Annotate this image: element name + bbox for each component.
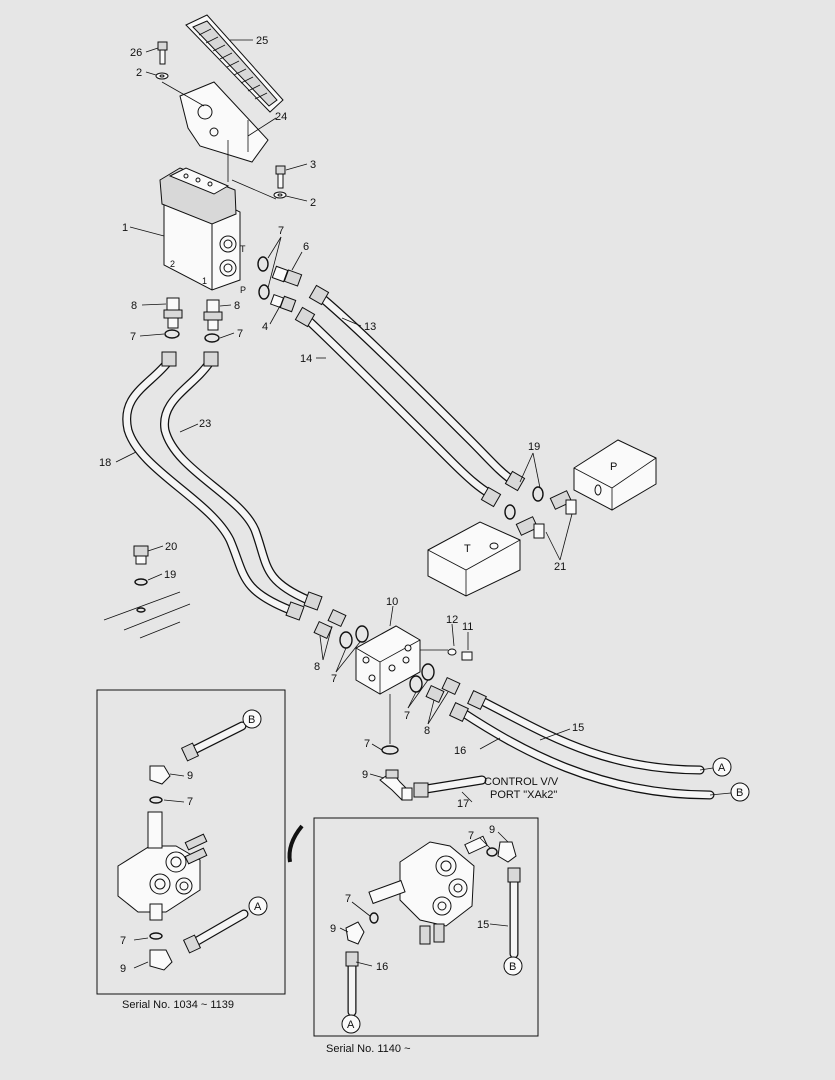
hose-17 (413, 775, 487, 798)
label-3: 3 (310, 159, 316, 171)
o-ring-7-bottom (381, 745, 399, 755)
left-inset-hose-b (180, 721, 247, 762)
label-11: 11 (462, 621, 473, 633)
port-2: 2 (170, 259, 175, 269)
label-23: 23 (199, 418, 211, 430)
left-inset-hose-a (182, 909, 249, 954)
label-8-left: 8 (131, 300, 137, 312)
port-p: P (240, 285, 246, 295)
label-7-right: 7 (237, 328, 243, 340)
label-8-right: 8 (234, 300, 240, 312)
label-21: 21 (554, 561, 566, 573)
fitting-8-left (163, 297, 183, 329)
fitting-8-right (203, 299, 223, 331)
control-valve-text-2: PORT "XAk2" (490, 789, 557, 801)
o-ring-7-a (164, 329, 180, 339)
block-p-label: P (610, 461, 617, 473)
left-inset-label-9b: 9 (120, 963, 126, 975)
left-inset-caption: Serial No. 1034 ~ 1139 (122, 999, 234, 1011)
right-inset-caption: Serial No. 1140 ~ (326, 1043, 411, 1055)
left-inset-label-7b: 7 (120, 935, 126, 947)
tee-fittings-21 (515, 490, 577, 539)
label-8-mid-a: 8 (314, 661, 320, 673)
pedal-pad (185, 14, 284, 113)
right-inset-hose-15 (507, 867, 521, 959)
hose-18 (122, 351, 305, 621)
right-inset-label-9b: 9 (330, 923, 336, 935)
label-9-main: 9 (362, 769, 368, 781)
block-t (427, 521, 521, 597)
label-6: 6 (303, 241, 309, 253)
bolt-11 (461, 651, 473, 661)
hose-15 (467, 690, 705, 775)
plug-20 (133, 545, 149, 565)
hose-14 (294, 306, 502, 508)
label-19-left: 19 (164, 569, 176, 581)
right-inset-label-15: 15 (477, 919, 489, 931)
block-t-label: T (464, 543, 471, 555)
left-inset-label-7a: 7 (187, 796, 193, 808)
washer-12 (447, 648, 457, 656)
bolt-3 (273, 165, 287, 199)
label-16: 16 (454, 745, 466, 757)
manifold-block-10 (355, 625, 421, 695)
block-p (573, 439, 657, 511)
label-10: 10 (386, 596, 398, 608)
label-7-mid-a: 7 (331, 673, 337, 685)
label-19-top: 19 (528, 441, 540, 453)
fittings-8-upper (313, 608, 347, 640)
right-inset-ref-b: B (509, 961, 516, 973)
left-inset-ref-b: B (248, 714, 255, 726)
label-7-bottom: 7 (364, 738, 370, 750)
hose-23 (160, 351, 323, 611)
port-1: 1 (202, 276, 207, 286)
label-25: 25 (256, 35, 268, 47)
o-ring-7-b (204, 333, 220, 343)
leader-lines (115, 39, 573, 803)
label-14: 14 (300, 353, 312, 365)
right-inset-label-9a: 9 (489, 824, 495, 836)
hose-16 (449, 702, 715, 800)
label-26: 26 (130, 47, 142, 59)
label-8-mid-b: 8 (424, 725, 430, 737)
label-18: 18 (99, 457, 111, 469)
control-valve-text-1: CONTROL V/V (484, 776, 559, 788)
ref-a-main: A (718, 762, 726, 774)
right-inset-valve (345, 835, 517, 945)
pilot-valve-body (159, 167, 241, 291)
hose-13 (308, 284, 526, 492)
ref-b-main: B (736, 787, 743, 799)
label-12: 12 (446, 614, 458, 626)
elbow-fitting-9 (379, 769, 413, 801)
label-13: 13 (364, 321, 376, 333)
label-17: 17 (457, 798, 469, 810)
fitting-4 (269, 293, 297, 313)
left-inset-valve (117, 765, 208, 971)
right-inset-ref-a: A (347, 1019, 355, 1031)
bolt-26 (155, 41, 169, 80)
label-2-top: 2 (136, 67, 142, 79)
left-inset-ref-a: A (254, 901, 262, 913)
fitting-6 (271, 265, 303, 287)
fittings-8-lower (425, 676, 461, 704)
label-7-mid-b: 7 (404, 710, 410, 722)
left-inset-label-9a: 9 (187, 770, 193, 782)
label-7-left: 7 (130, 331, 136, 343)
label-1: 1 (122, 222, 128, 234)
port-t: T (240, 244, 246, 254)
right-inset-label-7b: 7 (345, 893, 351, 905)
label-24: 24 (275, 111, 287, 123)
right-inset-hose-16 (345, 951, 359, 1017)
label-2-right: 2 (310, 197, 316, 209)
label-7-top: 7 (278, 225, 284, 237)
label-4: 4 (262, 321, 268, 333)
label-15: 15 (572, 722, 584, 734)
right-inset-label-7a: 7 (468, 830, 474, 842)
label-20: 20 (165, 541, 177, 553)
right-inset-label-16: 16 (376, 961, 388, 973)
